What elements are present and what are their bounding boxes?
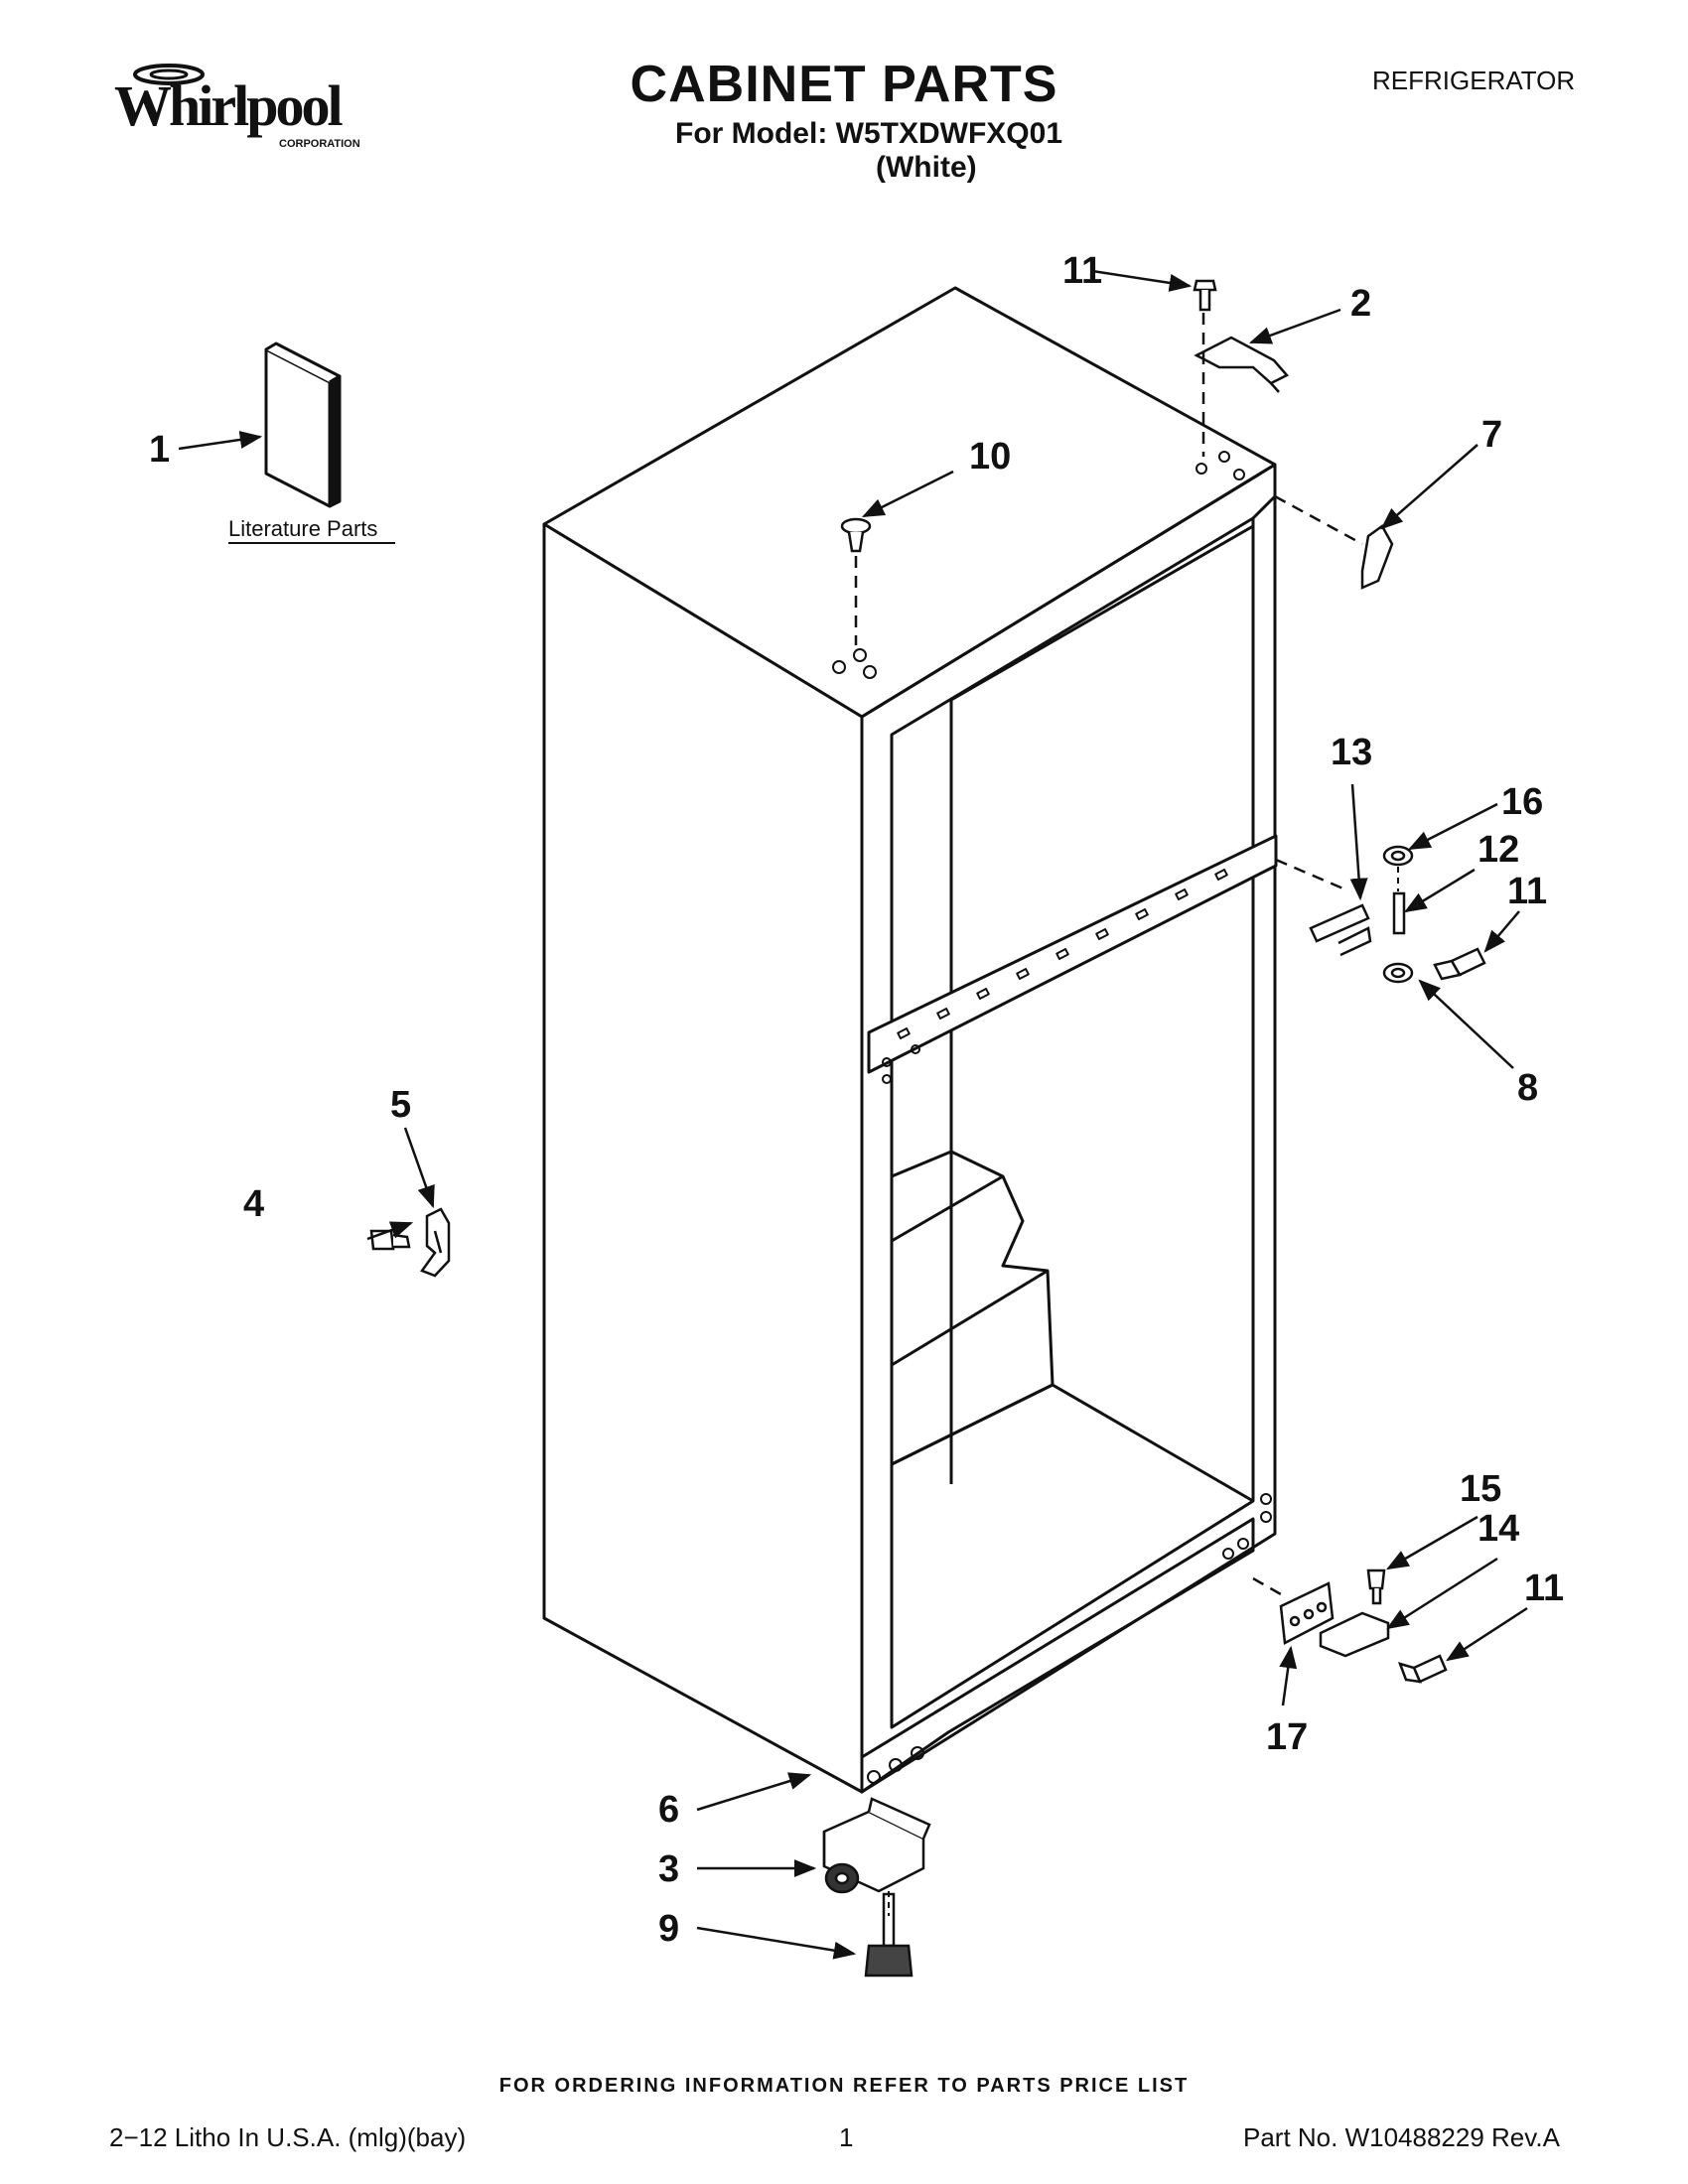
roller-and-leg-parts-3-9 [822,1797,931,1978]
callout-11-middle: 11 [1507,871,1547,912]
callout-8: 8 [1517,1067,1538,1109]
category-label: REFRIGERATOR [1372,66,1576,95]
whirlpool-logo: Whirlpool CORPORATION [114,58,372,162]
callout-7: 7 [1481,414,1502,456]
model-line: For Model: W5TXDWFXQ01 [675,117,1062,150]
callout-9: 9 [658,1908,679,1950]
callout-15: 15 [1460,1468,1501,1510]
callout-17: 17 [1266,1716,1308,1758]
center-hinge-assembly [1309,845,1486,984]
cabinet-shell [542,286,1278,1794]
literature-caption: Literature Parts [228,516,377,541]
callout-5: 5 [390,1084,411,1126]
page-number: 1 [839,2122,854,2152]
callout-14: 14 [1477,1508,1519,1550]
page-title: CABINET PARTS [630,56,1058,113]
callout-11-top: 11 [1062,250,1102,292]
color-line: (White) [876,151,977,184]
logo-wordmark: Whirlpool [114,73,343,138]
bottom-hinge-assembly [1279,1569,1448,1684]
part-number: Part No. W10488229 Rev.A [1243,2122,1560,2152]
callout-12: 12 [1477,829,1519,871]
top-hinge-assembly [1193,279,1289,393]
callout-4: 4 [243,1183,264,1225]
callout-2: 2 [1350,283,1371,325]
logo-subtitle: CORPORATION [279,138,360,150]
ordering-note: FOR ORDERING INFORMATION REFER TO PARTS … [498,2075,1190,2097]
callout-11-bottom: 11 [1524,1568,1564,1609]
callout-3: 3 [658,1848,679,1890]
hinge-cover-part-7 [1360,524,1394,590]
callout-1: 1 [149,429,170,471]
callout-10: 10 [969,436,1011,478]
clip-and-screw-parts-4-5 [369,1207,451,1278]
callout-13: 13 [1331,732,1372,773]
literature-booklet [264,341,342,508]
logo-swirl [133,64,205,85]
callout-leaders [178,269,1528,1960]
callout-16: 16 [1501,781,1543,823]
callout-6: 6 [658,1789,679,1831]
plug-part-10 [840,517,872,553]
litho-info: 2−12 Litho In U.S.A. (mlg)(bay) [109,2122,467,2152]
